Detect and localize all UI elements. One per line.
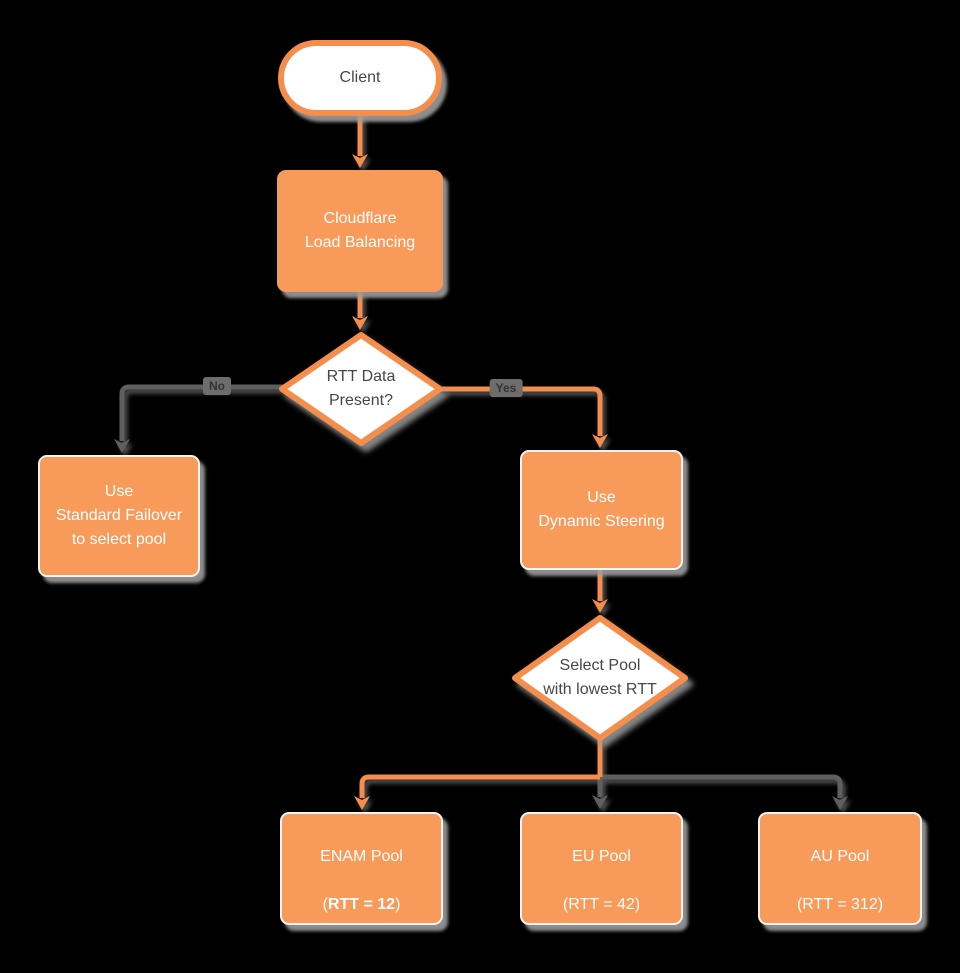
node-load-balancer: Cloudflare Load Balancing [277,170,443,292]
node-au-pool-label: AU Pool (RTT = 312) [797,821,883,917]
pool-name: EU Pool [572,847,631,865]
node-dynamic-steering: Use Dynamic Steering [520,450,683,570]
diamond-shape [279,332,443,446]
node-standard-failover-label: Use Standard Failover to select pool [55,483,183,548]
rtt-paren-open: ( [322,895,328,913]
node-dynamic-steering-label: Use Dynamic Steering [538,489,665,530]
node-select-pool-label: Select Pool with lowest RTT [543,657,657,698]
diamond-shape [512,615,688,741]
connector-yes-branch [442,386,609,448]
connector-no-branch [114,384,284,453]
edge-label-no: No [203,377,231,395]
connector-au-pool [600,774,849,810]
node-select-pool: Select Pool with lowest RTT [508,611,692,745]
rtt-paren-close: ) [634,895,641,913]
node-rtt-decision-label: RTT Data Present? [326,368,396,409]
rtt-value: RTT = 12 [327,895,396,913]
rtt-paren-open: ( [562,895,569,913]
node-enam-pool-label: ENAM Pool (RTT = 12) [320,821,403,917]
node-rtt-decision: RTT Data Present? [276,329,446,449]
rtt-paren-close: ) [395,895,401,913]
node-au-pool: AU Pool (RTT = 312) [758,812,922,925]
connector-enam-pool [354,774,600,810]
rtt-paren-close: ) [877,895,884,913]
node-client-label: Client [339,69,381,86]
rtt-value: RTT = 42 [568,895,635,913]
node-eu-pool-label: EU Pool (RTT = 42) [563,821,640,917]
node-load-balancer-label: Cloudflare Load Balancing [304,210,416,251]
node-eu-pool: EU Pool (RTT = 42) [520,812,683,925]
node-standard-failover: Use Standard Failover to select pool [38,455,200,577]
rtt-value: RTT = 312 [802,895,878,913]
rtt-paren-open: ( [796,895,803,913]
pool-name: AU Pool [810,847,870,865]
node-enam-pool: ENAM Pool (RTT = 12) [280,812,443,925]
pool-rtt: (RTT = 312) [797,896,883,913]
edge-label-yes: Yes [489,379,523,397]
node-client: Client [278,40,442,116]
pool-rtt: (RTT = 12) [323,896,401,913]
pool-rtt: (RTT = 42) [563,896,640,913]
pool-name: ENAM Pool [320,847,403,865]
